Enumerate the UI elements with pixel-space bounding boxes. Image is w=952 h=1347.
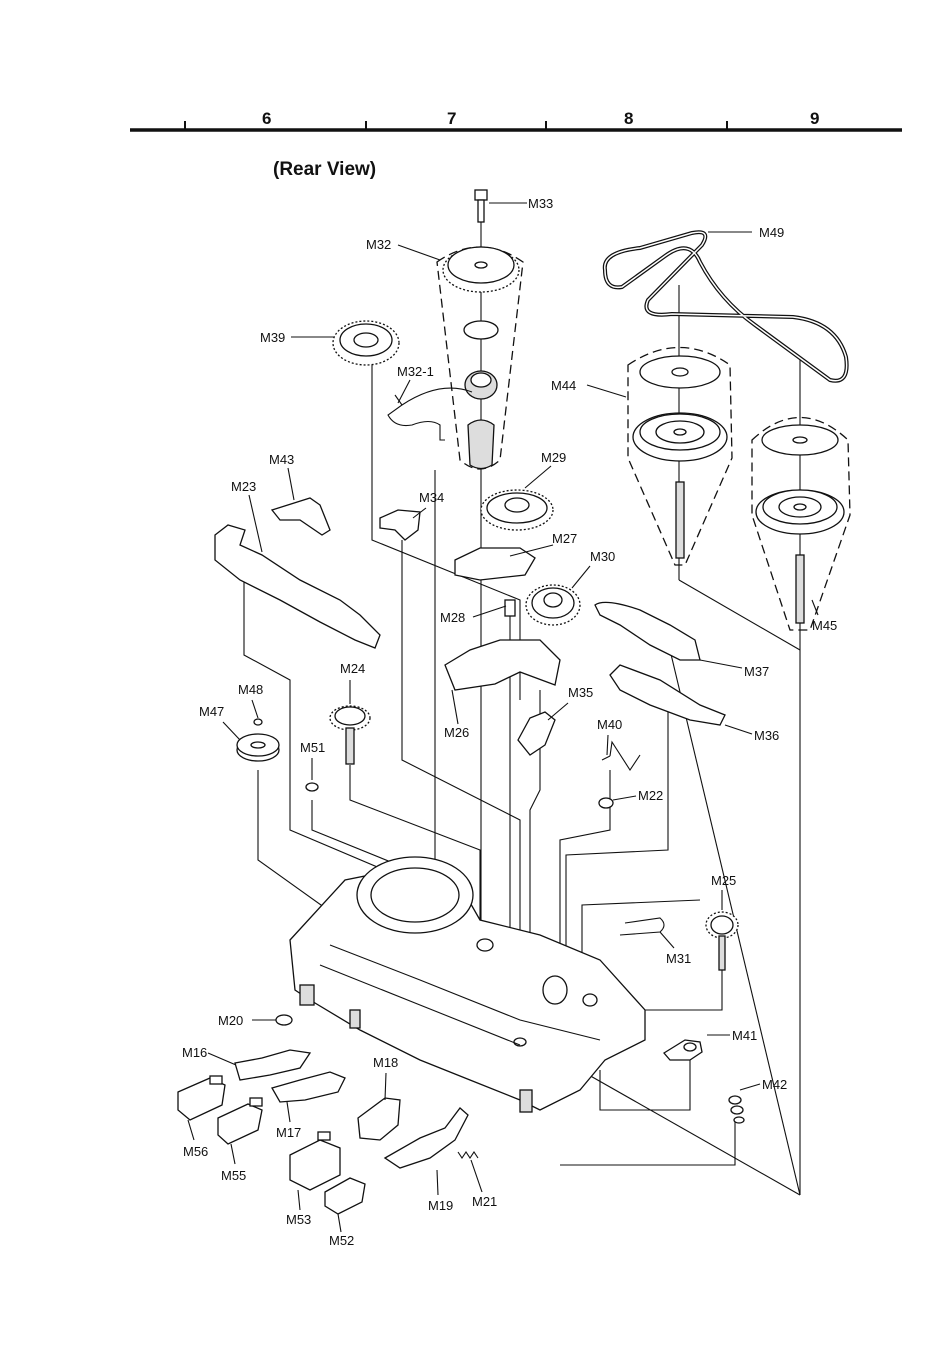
label-m22: M22 xyxy=(638,788,663,803)
m40-spring xyxy=(601,740,641,772)
m23-slide-plate xyxy=(214,524,381,649)
label-m52: M52 xyxy=(329,1233,354,1248)
main-chassis xyxy=(289,856,646,1113)
label-m24: M24 xyxy=(340,661,365,676)
m35-bracket xyxy=(517,711,556,756)
label-m56: M56 xyxy=(183,1144,208,1159)
label-m53: M53 xyxy=(286,1212,311,1227)
m32-gear xyxy=(442,246,520,293)
m26-base-plate xyxy=(444,639,561,691)
label-m48: M48 xyxy=(238,682,263,697)
label-m18: M18 xyxy=(373,1055,398,1070)
m29-gear xyxy=(480,489,554,531)
view-title: (Rear View) xyxy=(273,159,376,180)
label-m28: M28 xyxy=(440,610,465,625)
column-label-9: 9 xyxy=(810,109,819,128)
label-m19: M19 xyxy=(428,1198,453,1213)
m24-gear xyxy=(329,705,371,765)
m43-lever xyxy=(270,497,331,536)
label-m16: M16 xyxy=(182,1045,207,1060)
label-m45: M45 xyxy=(812,618,837,633)
label-m32: M32 xyxy=(366,237,391,252)
label-m39: M39 xyxy=(260,330,285,345)
m39-gear xyxy=(332,320,400,366)
label-m36: M36 xyxy=(754,728,779,743)
m19-bracket xyxy=(383,1107,469,1169)
m31-spring xyxy=(619,917,665,936)
label-m37: M37 xyxy=(744,664,769,679)
m20-washer xyxy=(275,1014,293,1026)
m42-washers xyxy=(728,1095,745,1124)
m55-connector xyxy=(217,1097,263,1145)
label-m35: M35 xyxy=(568,685,593,700)
m56-connector xyxy=(177,1075,226,1121)
label-m29: M29 xyxy=(541,450,566,465)
m41-bracket xyxy=(663,1039,703,1061)
label-m44: M44 xyxy=(551,378,576,393)
label-m41: M41 xyxy=(732,1028,757,1043)
label-m43: M43 xyxy=(269,452,294,467)
label-m49: M49 xyxy=(759,225,784,240)
column-label-6: 6 xyxy=(262,109,271,128)
label-m30: M30 xyxy=(590,549,615,564)
part-labels: M33 M32 M49 M39 M32-1 M44 M43 M29 M23 M3… xyxy=(182,196,837,1248)
label-m23: M23 xyxy=(231,479,256,494)
label-m51: M51 xyxy=(300,740,325,755)
m44-group-outline xyxy=(627,346,733,566)
m37-arm xyxy=(594,601,701,661)
m30-gear xyxy=(525,584,581,626)
label-m21: M21 xyxy=(472,1194,497,1209)
m16-bracket xyxy=(234,1049,312,1081)
label-m31: M31 xyxy=(666,951,691,966)
m44-reel xyxy=(632,355,728,559)
m34-lever xyxy=(379,509,421,541)
m45-group-outline xyxy=(751,417,851,631)
m32-1-spring xyxy=(387,387,473,441)
label-m33: M33 xyxy=(528,196,553,211)
m48-washer xyxy=(253,718,263,726)
m28-spring xyxy=(504,599,516,617)
m47-pulley xyxy=(236,733,280,762)
m32-pulley xyxy=(464,370,498,400)
m18-bracket xyxy=(357,1097,401,1141)
m32-washer xyxy=(463,320,499,340)
label-m25: M25 xyxy=(711,873,736,888)
label-m40: M40 xyxy=(597,717,622,732)
m22-washer xyxy=(598,797,614,809)
label-m42: M42 xyxy=(762,1077,787,1092)
label-m20: M20 xyxy=(218,1013,243,1028)
m49-belt xyxy=(602,230,849,383)
m32-worm-spindle xyxy=(467,419,495,470)
m36-arm xyxy=(609,664,726,726)
m45-reel xyxy=(755,424,845,624)
label-m17: M17 xyxy=(276,1125,301,1140)
label-m26: M26 xyxy=(444,725,469,740)
m17-bracket xyxy=(271,1071,346,1103)
label-m47: M47 xyxy=(199,704,224,719)
column-label-8: 8 xyxy=(624,109,633,128)
m52-connector xyxy=(324,1177,366,1215)
m25-gear xyxy=(705,911,739,971)
m53-connector xyxy=(289,1131,341,1191)
column-label-7: 7 xyxy=(447,109,456,128)
label-m34: M34 xyxy=(419,490,444,505)
column-ruler: 6 7 8 9 xyxy=(130,109,902,132)
label-m32-1: M32-1 xyxy=(397,364,434,379)
m21-spring xyxy=(457,1151,479,1159)
label-m27: M27 xyxy=(552,531,577,546)
m27-bracket xyxy=(454,547,536,581)
m51-washer xyxy=(305,782,319,792)
leader-lines xyxy=(187,202,819,1233)
m33-screw xyxy=(474,189,488,223)
label-m55: M55 xyxy=(221,1168,246,1183)
